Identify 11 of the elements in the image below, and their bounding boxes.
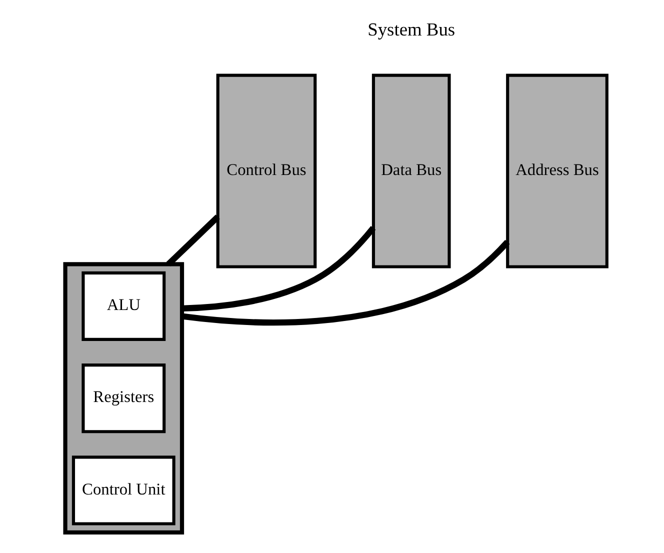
node-box: Control Bus xyxy=(216,74,317,268)
node-box: Address Bus xyxy=(506,74,608,268)
connector xyxy=(182,240,510,326)
cluster xyxy=(63,262,184,535)
node-box: Registers xyxy=(82,364,166,434)
connector xyxy=(182,226,376,312)
node-box: ALU xyxy=(82,271,166,341)
label: System Bus xyxy=(368,19,456,40)
connector xyxy=(166,214,220,266)
node-box: Control Unit xyxy=(72,456,176,526)
node-box: Data Bus xyxy=(372,74,451,268)
